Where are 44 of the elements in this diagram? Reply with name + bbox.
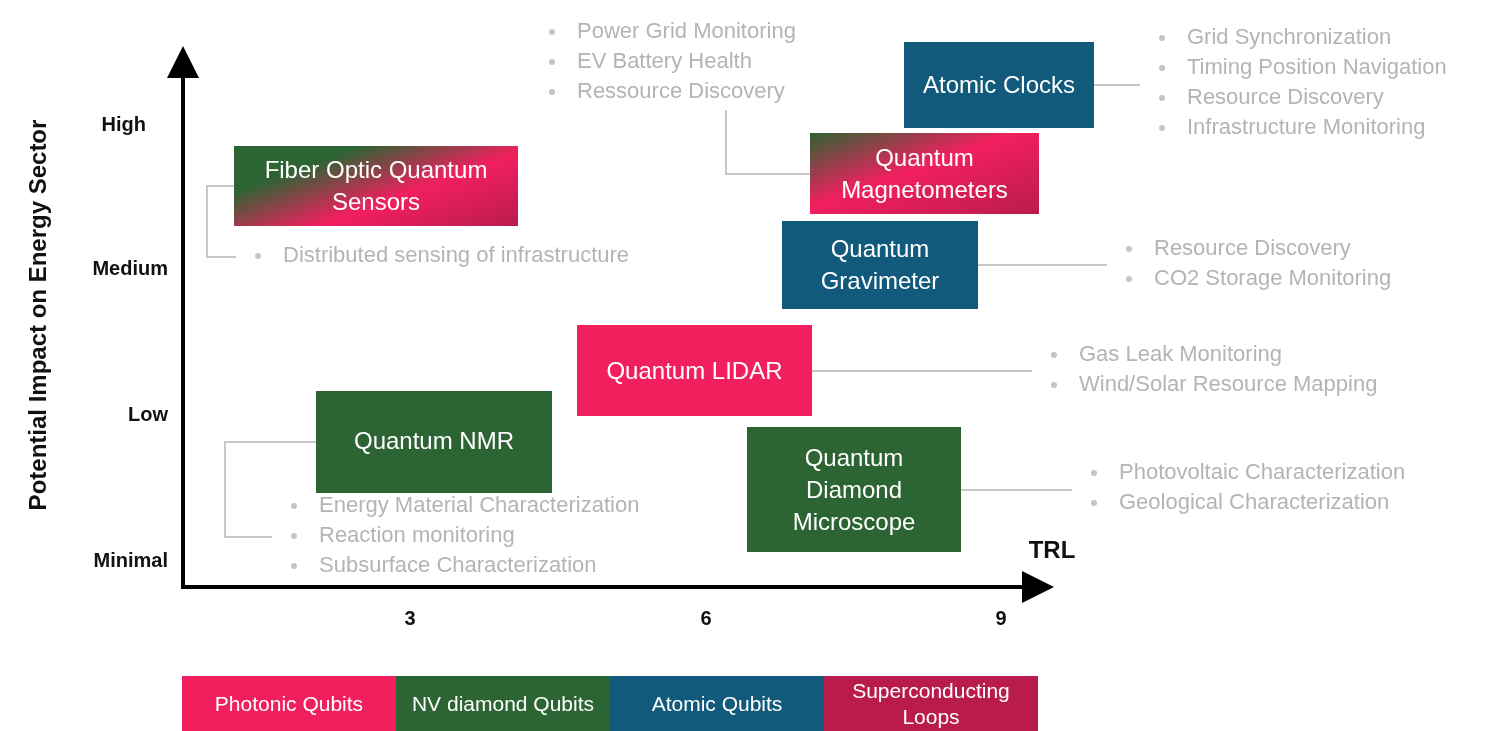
leader-line <box>960 489 1073 491</box>
application-item: Grid Synchronization <box>1187 24 1392 49</box>
application-item: Resource Discovery <box>1154 235 1351 260</box>
application-item: CO2 Storage Monitoring <box>1154 265 1392 290</box>
axis-title: Potential Impact on Energy Sector <box>24 119 52 511</box>
application-item: Distributed sensing of infrastructure <box>283 242 630 267</box>
legend-item: Photonic Qubits <box>182 676 396 731</box>
technology-box: Quantum NMR <box>316 391 552 493</box>
application-item: Geological Characterization <box>1119 489 1390 514</box>
leader-line <box>725 109 811 175</box>
legend-item: Atomic Qubits <box>610 676 824 731</box>
legend-item: NV diamond Qubits <box>396 676 610 731</box>
application-item: Energy Material Characterization <box>319 492 640 517</box>
application-item: Gas Leak Monitoring <box>1079 341 1282 366</box>
technology-box: Quantum Diamond Microscope <box>747 427 961 552</box>
application-item: Wind/Solar Resource Mapping <box>1079 371 1378 396</box>
leader-line <box>977 264 1108 266</box>
technology-box: Quantum LIDAR <box>577 325 812 416</box>
technology-box: Quantum Magnetometers <box>810 133 1039 214</box>
leader-line <box>224 441 317 538</box>
application-item: Resource Discovery <box>1187 84 1384 109</box>
axis-title: TRL <box>1028 536 1076 564</box>
application-item: Ressource Discovery <box>577 78 785 103</box>
leader-line <box>206 185 237 258</box>
application-item: Photovoltaic Characterization <box>1119 459 1406 484</box>
technology-box: Quantum Gravimeter <box>782 221 978 309</box>
axis-tick-label: 9 <box>995 606 1007 630</box>
application-item: Timing Position Navigation <box>1187 54 1447 79</box>
axis-tick-label: 3 <box>404 606 416 630</box>
application-item: Infrastructure Monitoring <box>1187 114 1426 139</box>
technology-box: Atomic Clocks <box>904 42 1094 128</box>
application-item: Power Grid Monitoring <box>577 18 796 43</box>
axis-tick-label: High <box>101 112 146 136</box>
axis-tick-label: Minimal <box>93 548 168 572</box>
application-item: Subsurface Characterization <box>319 552 597 577</box>
leader-line <box>1093 84 1141 86</box>
axis-tick-label: Low <box>128 402 168 426</box>
legend-item: Superconducting Loops <box>824 676 1038 731</box>
axis-tick-label: 6 <box>700 606 712 630</box>
application-item: Reaction monitoring <box>319 522 515 547</box>
technology-box: Fiber Optic Quantum Sensors <box>234 146 518 226</box>
leader-line <box>811 370 1033 372</box>
application-item: EV Battery Health <box>577 48 752 73</box>
axis-tick-label: Medium <box>92 256 168 280</box>
